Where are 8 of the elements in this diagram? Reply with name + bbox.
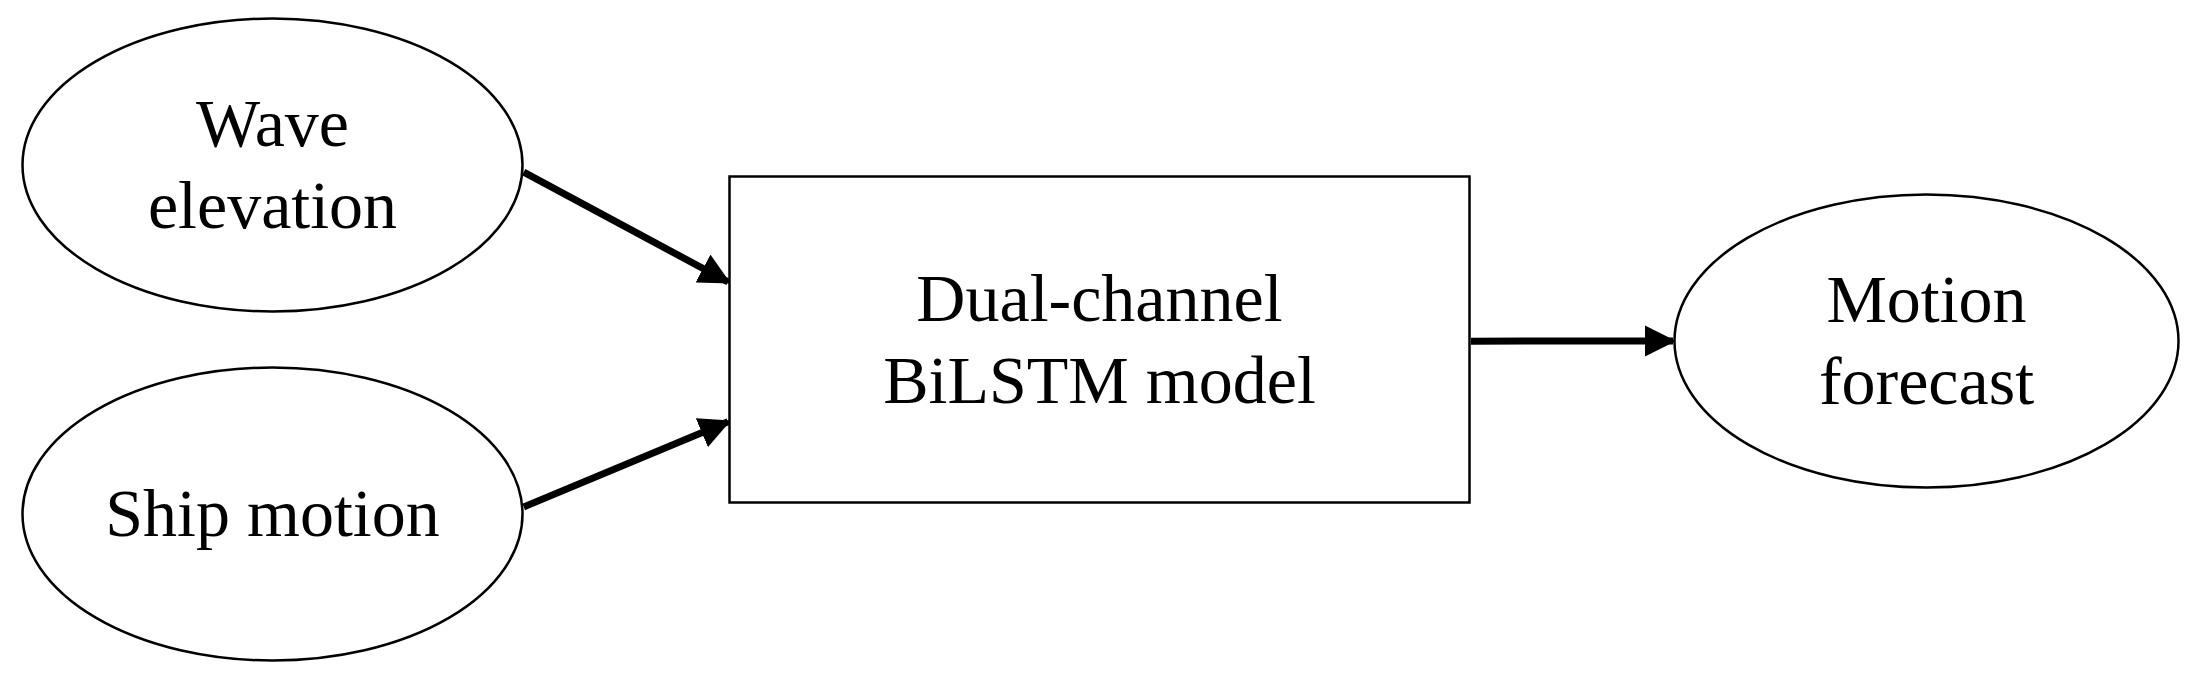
node-label: Ship motion	[104, 474, 441, 554]
node-label: Motion forecast	[1817, 260, 2036, 421]
process-box	[728, 175, 1471, 504]
output-ellipse	[1673, 193, 2180, 489]
node-label: Wave elevation	[146, 84, 399, 245]
node-label: Dual-channel BiLSTM model	[882, 258, 1317, 420]
input-ellipse	[21, 366, 524, 662]
input-ellipse	[21, 17, 524, 313]
